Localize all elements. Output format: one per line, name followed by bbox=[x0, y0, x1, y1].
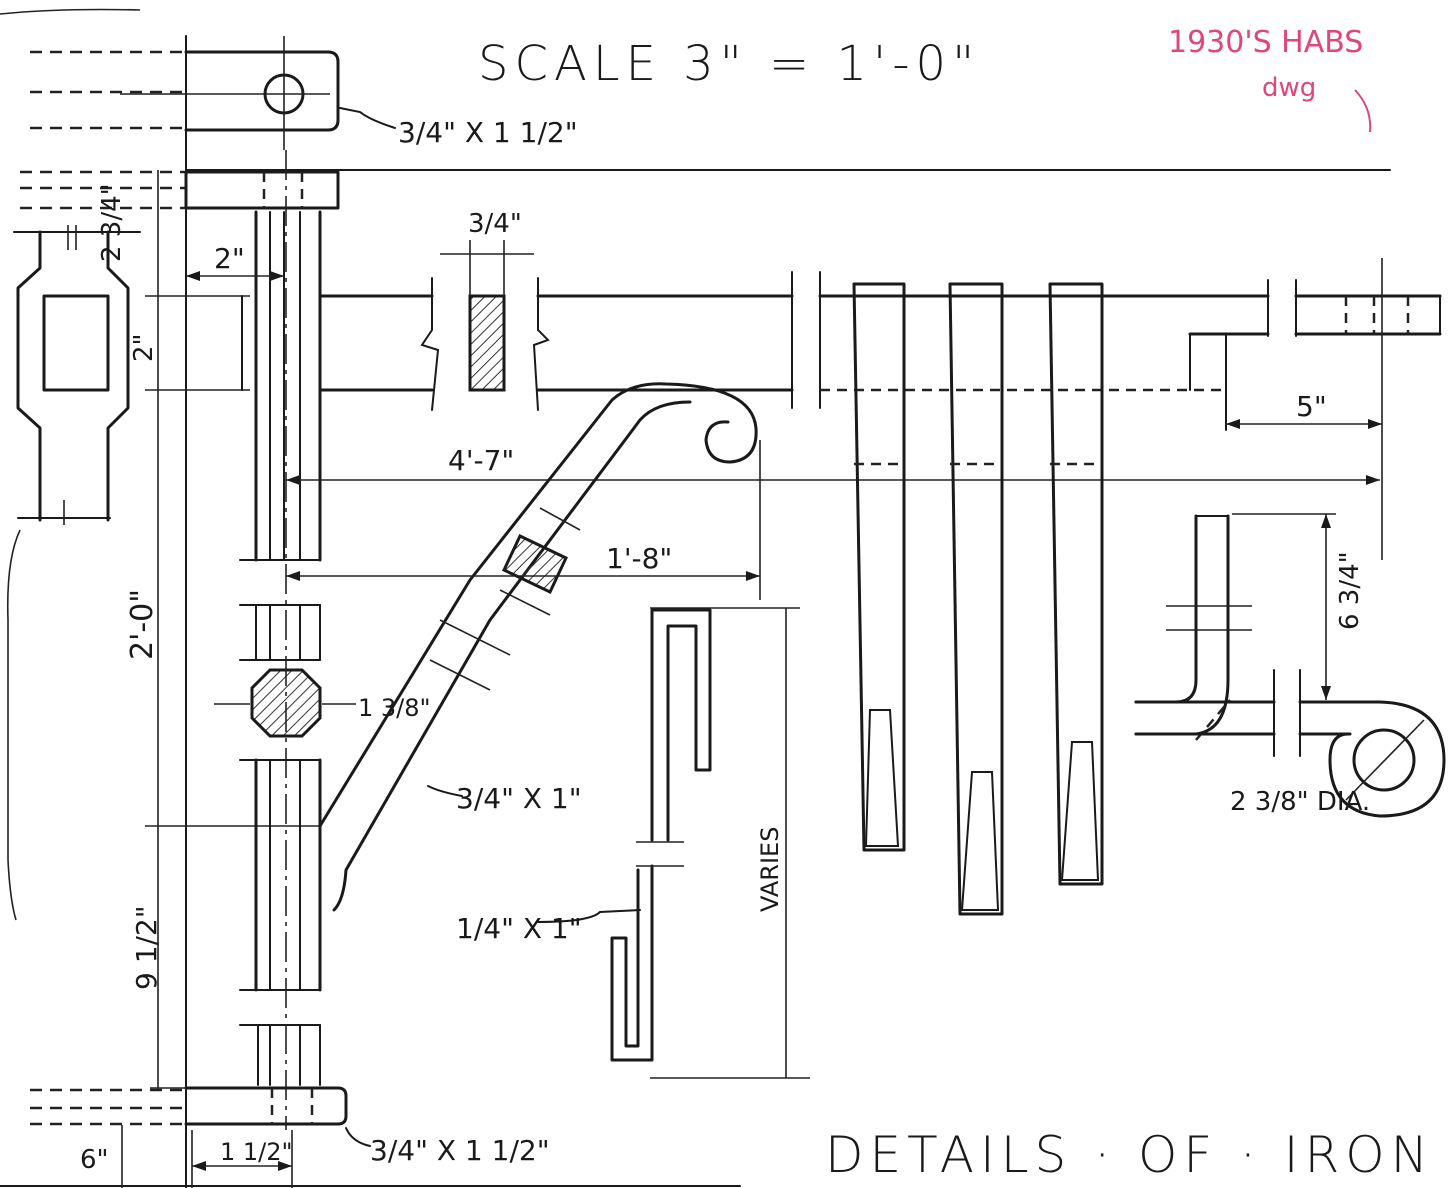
brace-leader bbox=[427, 785, 463, 797]
offset-2in-label: 2" bbox=[214, 242, 245, 275]
hook-detail bbox=[537, 607, 810, 1079]
varies-label: VARIES bbox=[756, 827, 784, 912]
length-5-label: 5" bbox=[1296, 390, 1327, 423]
bottom-1-1-2-label: 1 1/2" bbox=[220, 1138, 293, 1166]
height-2-3-4-label: 2 3/4" bbox=[97, 183, 127, 262]
bottom-strap-dim: 3/4" X 1 1/2" bbox=[370, 1134, 550, 1167]
height-2-0-label: 2'-0" bbox=[125, 589, 160, 660]
bottom-strap-detail bbox=[30, 1086, 371, 1188]
top-strap-dim: 3/4" X 1 1/2" bbox=[398, 116, 578, 149]
top-strap-detail bbox=[30, 36, 396, 150]
margin-note-line2: dwg bbox=[1262, 73, 1316, 103]
dim-bar-width bbox=[440, 240, 534, 296]
height-2-label: 2" bbox=[129, 333, 159, 362]
dim-2in bbox=[186, 271, 284, 281]
eye-bolt-detail bbox=[1134, 513, 1446, 818]
length-4-7-label: 4'-7" bbox=[448, 444, 514, 477]
tapered-spikes bbox=[852, 282, 1104, 916]
horizontal-bar bbox=[318, 258, 1442, 560]
dim-4-7 bbox=[286, 475, 1380, 485]
vertical-dims-left bbox=[145, 170, 320, 1090]
scale-label: SCALE 3" = 1'-0" bbox=[478, 36, 980, 92]
bottom-6-label: 6" bbox=[80, 1145, 109, 1175]
left-profile-view bbox=[13, 225, 141, 525]
margin-note-line1: 1930'S HABS bbox=[1168, 25, 1363, 60]
top-plate bbox=[20, 170, 340, 210]
frame-lines bbox=[0, 8, 1391, 1188]
drawing-title: DETAILS · OF · IRON bbox=[825, 1126, 1434, 1184]
height-6-3-4-label: 6 3/4" bbox=[1335, 551, 1365, 630]
eye-dia-label: 2 3/8" DIA. bbox=[1230, 787, 1370, 817]
diagonal-brace bbox=[286, 382, 761, 912]
hook-size-label: 1/4" X 1" bbox=[456, 912, 582, 945]
margin-note-stroke bbox=[1354, 89, 1372, 133]
rod-dia-label: 1 3/8" bbox=[358, 694, 431, 722]
height-9-1-2-label: 9 1/2" bbox=[130, 905, 163, 990]
vertical-post bbox=[214, 150, 356, 1130]
length-1-8-label: 1'-8" bbox=[606, 542, 672, 575]
brace-size-label: 3/4" X 1" bbox=[456, 782, 582, 815]
bar-width-label: 3/4" bbox=[468, 209, 522, 239]
